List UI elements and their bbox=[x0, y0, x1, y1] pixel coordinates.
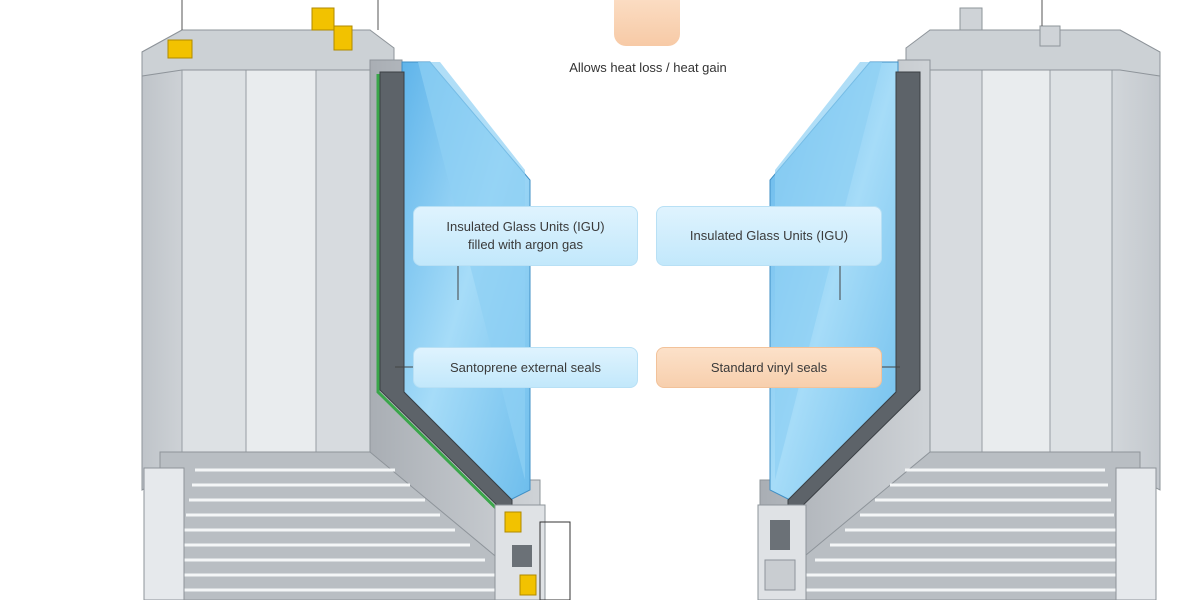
igu-argon-label: Insulated Glass Units (IGU) filled with … bbox=[413, 206, 638, 266]
left-frame-section bbox=[141, 0, 571, 600]
igu-label: Insulated Glass Units (IGU) bbox=[656, 206, 882, 266]
vinyl-seals-label: Standard vinyl seals bbox=[656, 347, 882, 388]
heat-loss-legend-text: Allows heat loss / heat gain bbox=[569, 60, 727, 75]
heat-loss-legend-swatch bbox=[614, 0, 680, 46]
right-frame-section bbox=[757, 0, 1161, 600]
santoprene-seals-label: Santoprene external seals bbox=[413, 347, 638, 388]
